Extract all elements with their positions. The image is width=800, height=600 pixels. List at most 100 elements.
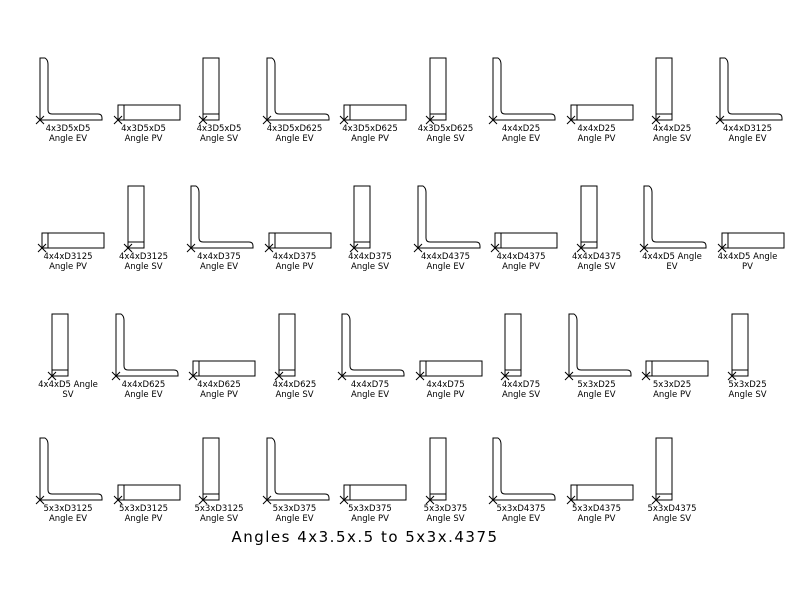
- block-label-view: Angle EV: [728, 134, 767, 144]
- block-label-view: Angle EV: [501, 514, 541, 524]
- block-label-view: Angle SV: [350, 262, 390, 272]
- angle-end-view-outline: [266, 437, 329, 501]
- angle-profile-drawing: [717, 232, 784, 253]
- angle-end-view-outline: [492, 437, 556, 501]
- block-label-view: Angle PV: [577, 134, 616, 144]
- angle-profile-drawing: [123, 185, 144, 253]
- insertion-point-marker: [564, 371, 573, 381]
- block-label-view: Angle SV: [501, 390, 541, 400]
- block-label-size: 4x4xD4375: [420, 252, 471, 262]
- block-label-view: Angle EV: [275, 514, 314, 524]
- block-label-size: 4x3D5xD625: [417, 124, 474, 134]
- angle-side-view-outline: [202, 437, 220, 501]
- insertion-point-marker: [274, 371, 283, 381]
- insertion-point-marker: [339, 115, 349, 125]
- block-label-size: 4x4xD375: [197, 252, 241, 262]
- insertion-point-marker: [639, 243, 649, 253]
- block-label-view: Angle PV: [577, 514, 616, 524]
- insertion-point-marker: [576, 243, 585, 253]
- block-label-view: Angle PV: [124, 514, 163, 524]
- insertion-point-marker: [641, 371, 651, 381]
- insertion-point-marker: [651, 115, 661, 125]
- block-label-size: 5x3xD4375: [647, 504, 697, 514]
- angle-plan-view-outline: [268, 232, 331, 249]
- angle-profile-drawing: [425, 437, 446, 505]
- insertion-point-marker: [349, 243, 359, 253]
- block-label-view: Angle SV: [652, 134, 692, 144]
- block-label-size: 4x3D5xD625: [342, 124, 398, 134]
- angle-profile-drawing: [264, 232, 331, 253]
- angle-side-view-outline: [51, 313, 69, 377]
- angle-plan-view-outline: [192, 360, 256, 377]
- block-label-size: 4x4xD4375: [571, 252, 622, 262]
- insertion-point-marker: [566, 495, 575, 505]
- angle-side-view-outline: [655, 57, 673, 121]
- block-label-size: 4x4xD3125: [43, 252, 93, 262]
- block-label-size: 4x3D5xD5: [45, 124, 91, 134]
- block-label-size: 5x3xD25: [652, 380, 692, 390]
- block-label-size: 5x3xD375: [423, 504, 468, 514]
- block-label-size: 4x4xD25: [501, 124, 541, 134]
- block-label-view: PV: [742, 262, 753, 272]
- angle-plan-view-outline: [494, 232, 558, 249]
- block-label-size: 5x3xD4375: [571, 504, 622, 514]
- angle-profile-drawing: [339, 484, 407, 505]
- block-label-size: 5x3xD375: [272, 504, 317, 514]
- angle-end-view-outline: [39, 437, 103, 501]
- angle-plan-view-outline: [570, 104, 633, 121]
- angle-end-view-outline: [341, 313, 405, 377]
- insertion-point-marker: [425, 495, 434, 505]
- angle-side-view-outline: [278, 313, 295, 377]
- insertion-point-marker: [727, 371, 736, 381]
- block-label-size: 4x4xD5 Angle: [717, 252, 778, 262]
- block-label-view: Angle SV: [199, 134, 239, 144]
- angle-plan-view-outline: [343, 484, 407, 501]
- angle-profile-drawing: [349, 185, 371, 253]
- insertion-point-marker: [35, 115, 45, 125]
- insertion-point-marker: [47, 371, 57, 381]
- block-label-view: Angle EV: [275, 134, 314, 144]
- angle-profile-drawing: [727, 313, 748, 381]
- insertion-point-marker: [413, 243, 422, 253]
- angle-profile-drawing: [262, 437, 329, 505]
- block-label-view: Angle SV: [275, 390, 314, 400]
- insertion-point-marker: [198, 495, 208, 505]
- block-label-view: Angle EV: [124, 390, 163, 400]
- insertion-point-marker: [717, 243, 726, 253]
- block-label-view: Angle PV: [200, 390, 238, 400]
- angle-side-view-outline: [655, 437, 673, 501]
- block-label-view: Angle EV: [577, 390, 616, 400]
- block-label-size: 4x3D5xD5: [121, 124, 166, 134]
- block-label-view: Angle SV: [652, 514, 692, 524]
- angle-profile-drawing: [488, 57, 556, 125]
- insertion-point-marker: [111, 371, 120, 381]
- angle-profile-drawing: [576, 185, 597, 253]
- angle-plan-view-outline: [645, 360, 709, 377]
- angle-profile-drawing: [47, 313, 69, 381]
